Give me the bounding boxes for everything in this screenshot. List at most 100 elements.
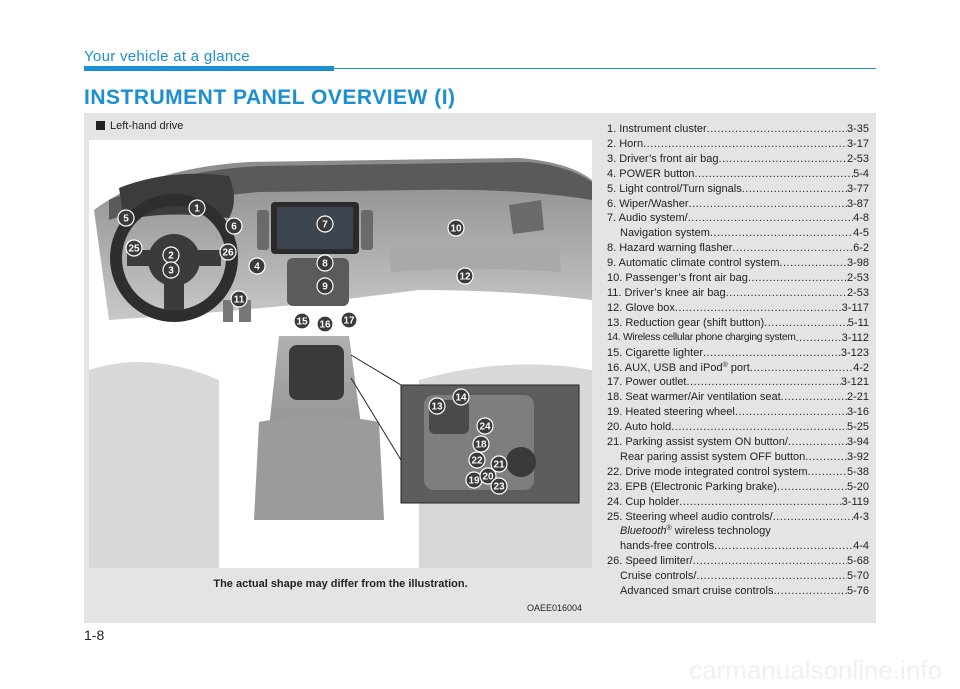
item-page: 5-4	[853, 167, 869, 180]
item-label: 15. Cigarette lighter	[607, 346, 703, 359]
list-item: 5. Light control/Turn signals3-77	[607, 182, 869, 197]
callout-badge-11	[230, 290, 248, 308]
item-label: Advanced smart cruise controls	[620, 585, 774, 598]
list-item: 13. Reduction gear (shift button)5-11	[607, 316, 869, 331]
drive-side-tag: Left-hand drive	[96, 120, 183, 132]
steering-spoke-right	[197, 250, 221, 266]
item-label: 19. Heated steering wheel	[607, 406, 735, 419]
item-page: 5-70	[846, 570, 869, 583]
item-page: 5-25	[846, 421, 869, 434]
list-item: 16. AUX, USB and iPod® port4-2	[607, 361, 869, 376]
item-page: 3-119	[841, 495, 869, 508]
leader-dots	[773, 584, 847, 599]
callout-badge-8	[316, 254, 334, 272]
list-item: 11. Driver’s knee air bag2-53	[607, 286, 869, 301]
callout-badge-23	[490, 477, 508, 495]
callout-number-17: 17	[343, 316, 355, 327]
item-page: 5-11	[847, 316, 869, 329]
item-page: 3-121	[840, 376, 869, 389]
leader-dots	[679, 495, 842, 510]
callout-badge-21	[490, 455, 508, 473]
item-label: 17. Power outlet	[607, 376, 687, 389]
callout-number-18: 18	[475, 440, 487, 451]
item-page: 3-117	[841, 301, 869, 314]
item-label: 25. Steering wheel audio controls/	[607, 510, 773, 523]
item-page: 5-38	[846, 465, 869, 478]
list-item: 4. POWER button 5-4	[607, 167, 869, 182]
list-item: Advanced smart cruise controls5-76	[607, 584, 869, 599]
list-item: 3. Driver’s front air bag2-53	[607, 152, 869, 167]
leader-dots	[777, 480, 847, 495]
callout-number-2: 2	[168, 251, 174, 262]
item-label: 10. Passenger’s front air bag	[607, 272, 748, 285]
callout-number-9: 9	[322, 282, 328, 293]
pedal-left	[223, 300, 233, 322]
callout-number-20: 20	[482, 472, 494, 483]
callout-number-7: 7	[322, 220, 328, 231]
item-page: 4-2	[853, 361, 869, 374]
leader-dots	[748, 271, 847, 286]
list-item: 14. Wireless cellular phone charging sys…	[607, 331, 869, 346]
item-page: 3-112	[841, 331, 869, 344]
center-vent-right	[361, 210, 373, 250]
leader-dots	[750, 361, 853, 376]
illustration-note: The actual shape may differ from the ill…	[213, 578, 468, 590]
callout-number-4: 4	[254, 262, 260, 273]
list-item: 25. Steering wheel audio controls/4-3	[607, 510, 869, 525]
component-list: 1. Instrument cluster3-352. Horn3-173. D…	[607, 122, 869, 599]
item-page: 2-53	[846, 152, 869, 165]
item-label: Cruise controls/	[620, 570, 697, 583]
leader-dots	[694, 167, 853, 182]
list-item: 17. Power outlet 3-121	[607, 375, 869, 390]
callout-number-15: 15	[296, 317, 308, 328]
item-label: Navigation system	[620, 227, 710, 240]
list-item: 8. Hazard warning flasher6-2	[607, 241, 869, 256]
callout-badge-1	[188, 199, 206, 217]
page-title: INSTRUMENT PANEL OVERVIEW (I)	[84, 86, 456, 109]
callout-number-23: 23	[493, 482, 505, 493]
leader-dots	[808, 465, 847, 480]
list-item: 26. Speed limiter/5-68	[607, 554, 869, 569]
item-page: 4-5	[853, 227, 869, 240]
item-page: 3-17	[846, 137, 869, 150]
list-item: 15. Cigarette lighter3-123	[607, 346, 869, 361]
callout-number-1: 1	[194, 204, 200, 215]
item-label: 21. Parking assist system ON button/	[607, 436, 788, 449]
square-bullet-icon	[96, 121, 105, 130]
callout-badge-22	[468, 451, 486, 469]
item-label: Rear paring assist system OFF button	[620, 450, 806, 463]
callout-number-19: 19	[468, 476, 480, 487]
list-item: 1. Instrument cluster3-35	[607, 122, 869, 137]
inset-cupholder	[506, 447, 536, 477]
callout-badge-7	[316, 215, 334, 233]
callout-badge-18	[472, 435, 490, 453]
page-number: 1-8	[84, 627, 105, 643]
list-item: hands-free controls4-4	[607, 539, 869, 554]
leader-dots	[718, 152, 846, 167]
callout-badge-6	[225, 217, 243, 235]
leader-dots	[805, 450, 847, 465]
item-label: 5. Light control/Turn signals	[607, 182, 742, 195]
item-label: 20. Auto hold	[607, 421, 672, 434]
item-label: 24. Cup holder	[607, 495, 680, 508]
leader-dots	[732, 241, 853, 256]
leader-dots	[764, 316, 848, 331]
item-label: 23. EPB (Electronic Parking brake)	[607, 480, 777, 493]
dashboard-top-pad	[109, 162, 592, 220]
inset-leader	[350, 354, 402, 461]
item-label: 4. POWER button	[607, 167, 695, 180]
callout-badge-15	[293, 312, 311, 330]
list-item: 20. Auto hold 5-25	[607, 420, 869, 435]
item-page: 2-21	[846, 391, 869, 404]
leader-dots	[779, 256, 847, 271]
callout-number-12: 12	[459, 272, 471, 283]
driver-seat	[89, 362, 219, 568]
leader-dots	[714, 539, 853, 554]
callout-badge-10	[447, 219, 465, 237]
item-page: 5-68	[846, 555, 869, 568]
list-item: Navigation system 4-5	[607, 226, 869, 241]
leader-dots	[707, 122, 847, 137]
item-page: 3-98	[846, 257, 869, 270]
